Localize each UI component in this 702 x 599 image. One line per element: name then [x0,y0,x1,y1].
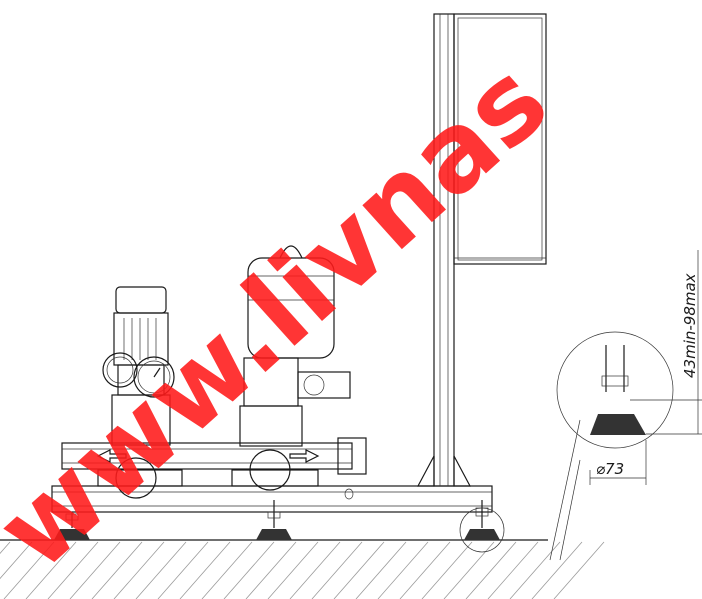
hatch-line [245,541,297,599]
hatch-line [311,541,363,599]
hatch-line [201,541,253,599]
hatch-line [465,541,517,599]
hatch-line [443,541,495,599]
hatch-line [0,541,11,555]
hatch-line [487,541,539,599]
hatch-line [355,541,407,599]
hatch-line [333,541,385,599]
pump-unit-right [231,245,354,500]
watermark-text: www.livnas [0,38,572,594]
hatch-line [25,541,77,599]
leveling-foot-left [54,512,90,540]
hatch-line [289,541,341,599]
hatch-line [399,541,451,599]
hatch-line [223,541,275,599]
diameter-dimension-label: ⌀73 [596,460,624,478]
hatch-line [179,541,231,599]
control-cabinet [453,13,547,265]
hatch-line [135,541,187,599]
hatch-line [91,541,143,599]
hatch-line [47,541,99,599]
hatch-line [377,541,429,599]
hatch-line [267,541,319,599]
hatch-line [0,541,33,580]
leveling-foot-right [459,500,505,553]
hatch-line [157,541,209,599]
leveling-foot-center [256,500,292,540]
collector-pipe [61,437,367,475]
hatch-line [3,541,55,599]
foot-detail [549,250,702,561]
hatch-line [69,541,121,599]
hatch-line [421,541,473,599]
pump-unit-left [97,286,183,499]
hatch-line [509,541,561,599]
hatch-line [531,541,583,599]
hatch-line [113,541,165,599]
hatch-line [553,541,605,599]
height-dimension-label: 43min-98max [681,273,699,378]
